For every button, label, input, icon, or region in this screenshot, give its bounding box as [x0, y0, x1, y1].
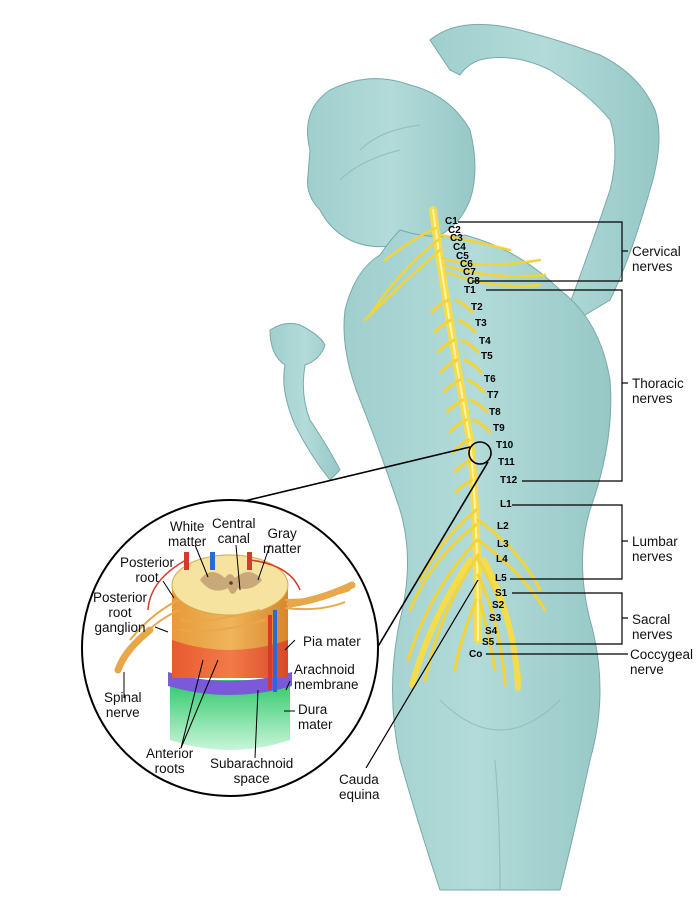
segment-label-s3: S3 — [489, 613, 502, 624]
segment-label-s4: S4 — [485, 626, 498, 637]
label-pia-mater: Pia mater — [303, 634, 361, 649]
segment-label-c6: C6 — [460, 259, 473, 270]
segment-label-c5: C5 — [456, 251, 469, 262]
body-figure — [269, 23, 660, 891]
magnification-circle — [468, 441, 492, 465]
segment-label-l3: L3 — [497, 539, 509, 550]
segment-label-t10: T10 — [496, 440, 514, 451]
cross-section-inset — [81, 499, 379, 797]
segment-label-c8: C8 — [467, 276, 480, 287]
segment-label-t3: T3 — [475, 318, 487, 329]
segment-label-c7: C7 — [463, 267, 476, 278]
segment-label-t8: T8 — [489, 407, 501, 418]
segment-label-t5: T5 — [481, 351, 493, 362]
segment-label-s5: S5 — [482, 637, 495, 648]
segment-label-t2: T2 — [471, 302, 483, 313]
segment-label-t6: T6 — [484, 374, 496, 385]
segment-label-t9: T9 — [493, 423, 505, 434]
segment-label-t1: T1 — [464, 285, 476, 296]
segment-label-t4: T4 — [479, 336, 491, 347]
cauda-equina-leader — [365, 579, 479, 769]
group-brackets — [458, 221, 628, 655]
segment-label-t11: T11 — [498, 457, 515, 468]
segment-label-l1: L1 — [500, 499, 512, 510]
segment-label-c2: C2 — [448, 225, 461, 236]
segment-label-co: Co — [469, 649, 483, 660]
segment-label-s1: S1 — [495, 588, 508, 599]
segment-label-l4: L4 — [496, 554, 508, 565]
segment-label-l2: L2 — [497, 521, 509, 532]
segment-label-t12: T12 — [500, 475, 518, 486]
segment-label-t7: T7 — [487, 390, 499, 401]
segment-label-l5: L5 — [495, 573, 507, 584]
segment-label-c4: C4 — [453, 242, 466, 253]
segment-label-s2: S2 — [492, 600, 505, 611]
segment-label-c1: C1 — [445, 216, 458, 227]
spinal-cord — [363, 206, 547, 691]
segment-label-c3: C3 — [450, 233, 463, 244]
